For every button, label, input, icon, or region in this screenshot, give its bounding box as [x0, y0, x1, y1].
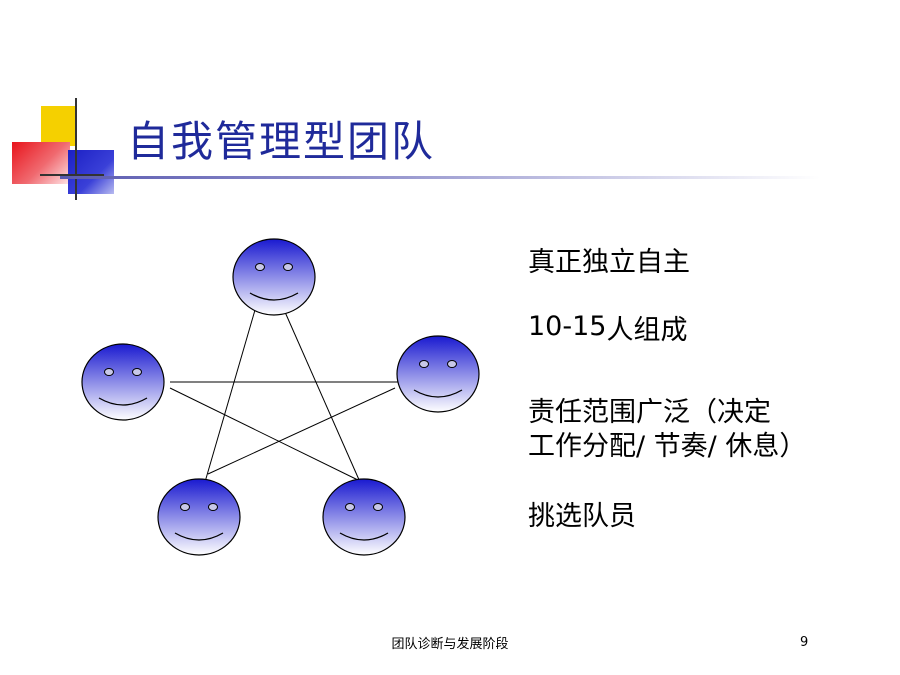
slide-footer: 团队诊断与发展阶段	[391, 637, 509, 652]
page-number: 9	[800, 635, 809, 650]
decor-horizontal-line	[40, 174, 104, 176]
bullet-team-size: 10-15人组成	[528, 311, 688, 348]
bullet-autonomy: 真正独立自主	[528, 247, 690, 278]
responsibility-line-1: 责任范围广泛（决定	[528, 397, 771, 428]
connection-line	[169, 387, 363, 483]
face-bottom-left	[157, 478, 241, 556]
bullet-responsibility: 责任范围广泛（决定工作分配/ 节奏/ 休息）	[528, 396, 806, 464]
connection-line	[204, 309, 256, 483]
face-bottom-right	[322, 478, 406, 556]
team-pentagram-diagram	[81, 238, 480, 556]
bullet-select-members: 挑选队员	[528, 501, 636, 532]
face-left	[81, 343, 165, 421]
face-top	[232, 238, 316, 316]
team-size-text: 人组成	[606, 315, 688, 346]
connection-lines	[169, 309, 400, 483]
title-underline	[60, 176, 820, 179]
responsibility-line-2: 工作分配/ 节奏/ 休息）	[528, 431, 807, 462]
connection-line	[207, 387, 396, 475]
team-size-number: 10-15	[528, 311, 607, 342]
slide-title: 自我管理型团队	[127, 117, 436, 166]
face-right	[396, 335, 480, 413]
connection-line	[284, 311, 361, 483]
decor-vertical-line	[75, 98, 77, 200]
decor-yellow-square	[41, 106, 75, 146]
